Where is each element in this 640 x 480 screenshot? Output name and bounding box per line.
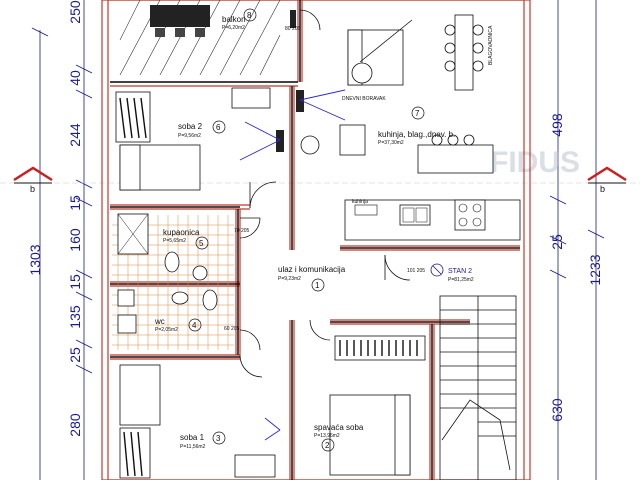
wardrobe-soba-2 (115, 91, 151, 143)
section-mark-left: b (30, 184, 35, 194)
left-dimension-value: 160 (67, 228, 83, 252)
desk-soba-2 (231, 87, 271, 109)
svg-text:P=37,30m2: P=37,30m2 (378, 140, 404, 146)
door-label-2: 70 205 (234, 228, 250, 234)
washing-machine (117, 314, 137, 334)
left-dimension-value: 15 (67, 195, 83, 211)
room-soba-1: soba 1 P=11,56m2 3 (180, 431, 226, 450)
left-dimension-value: 15 (67, 274, 83, 290)
svg-text:kuhinja, blag.,dnev. b.: kuhinja, blag.,dnev. b. (378, 130, 455, 139)
dining-chairs (444, 24, 484, 72)
balcony-hatch (119, 0, 281, 76)
section-line (0, 166, 640, 184)
svg-text:6: 6 (216, 123, 221, 132)
apartment-label: STAN 2 P=81,25m2 (430, 263, 474, 283)
living-room-label: DNEVNI BORAVAK (342, 96, 386, 102)
toilet-1 (164, 251, 180, 273)
balcony-chairs (155, 28, 205, 37)
svg-text:P=9,23m2: P=9,23m2 (278, 276, 301, 282)
balcony-table (150, 5, 210, 27)
room-spavaca-soba: spavaća soba P=13,96m2 2 (314, 423, 364, 452)
kitchen-island (417, 144, 494, 174)
left-dimension-value: 244 (67, 123, 83, 147)
left-dimension-values: 250 40 244 15 160 15 135 25 280 (67, 0, 83, 437)
svg-text:4: 4 (192, 321, 197, 330)
door-label-4: 101 205 (407, 268, 425, 274)
svg-text:P=5,65m2: P=5,65m2 (163, 238, 186, 244)
staircase (439, 295, 517, 480)
armchair (339, 124, 366, 156)
dining-table (454, 14, 474, 91)
door-swings (239, 9, 411, 378)
lamp (351, 62, 373, 84)
svg-text:P=81,25m2: P=81,25m2 (448, 277, 474, 283)
svg-text:soba 2: soba 2 (178, 122, 203, 131)
room-balkon: balkon P=6,20m2 8 (222, 11, 252, 31)
svg-text:STAN 2: STAN 2 (448, 268, 472, 275)
watermark-text: FIDUS (490, 146, 580, 179)
room-soba-2: soba 2 P=9,56m2 6 (178, 120, 226, 139)
kitchen-label: kuhinja (352, 199, 368, 205)
svg-text:2: 2 (325, 441, 330, 450)
section-mark-right: b (600, 184, 605, 194)
svg-text:P=13,96m2: P=13,96m2 (314, 433, 340, 439)
toilet-2 (202, 289, 218, 311)
svg-text:3: 3 (216, 434, 221, 443)
right-dimension-total: 1233 (587, 254, 603, 285)
walls (101, 0, 531, 480)
left-dimension-total: 1303 (27, 244, 43, 275)
svg-text:wc: wc (154, 317, 165, 326)
door-label-3: 60 205 (224, 326, 240, 332)
svg-text:8: 8 (247, 11, 252, 20)
washbasin-1 (117, 289, 135, 307)
svg-text:spavaća soba: spavaća soba (314, 423, 364, 432)
room-ulaz: ulaz i komunikacija P=9,23m2 1 (278, 265, 346, 292)
bar-stools (431, 134, 475, 146)
svg-text:P=9,56m2: P=9,56m2 (178, 133, 201, 139)
room-kuhinja-blag-dnev: kuhinja, blag.,dnev. b. P=37,30m2 7 (378, 106, 455, 146)
svg-text:P=6,20m2: P=6,20m2 (222, 25, 245, 31)
coffee-table (300, 135, 320, 155)
left-dimension-value: 40 (67, 70, 83, 86)
svg-text:5: 5 (199, 239, 204, 248)
desk-soba-1 (234, 454, 276, 478)
right-dimension-chain (549, 0, 605, 480)
bidet (192, 265, 208, 281)
room-number-8-circle (243, 8, 257, 22)
left-dimension-value: 25 (67, 347, 83, 363)
svg-text:P=11,56m2: P=11,56m2 (180, 444, 206, 450)
washbasin-2 (171, 291, 189, 305)
bed-soba-1 (119, 364, 161, 426)
left-dimension-value: 250 (67, 0, 83, 24)
svg-text:P=2,05m2: P=2,05m2 (155, 327, 178, 333)
svg-text:7: 7 (415, 109, 420, 118)
dining-room-label: BLAGOVAONICA (488, 25, 494, 65)
tv-unit (296, 90, 304, 112)
door-label-1: 80 205 (285, 26, 301, 32)
svg-text:ulaz i komunikacija: ulaz i komunikacija (278, 265, 346, 274)
cooktop (454, 199, 486, 231)
room-kupaonica: kupaonica P=5,65m2 5 (163, 228, 209, 250)
right-dimension-bottom: 630 (549, 398, 565, 422)
svg-text:soba 1: soba 1 (180, 433, 205, 442)
partition-walls (110, 0, 520, 480)
left-dimension-value: 280 (67, 413, 83, 437)
right-dimension-top: 498 (549, 113, 565, 137)
svg-text:kupaonica: kupaonica (163, 228, 200, 237)
svg-text:balkon: balkon (222, 15, 246, 24)
room-wc: wc P=2,05m2 4 (154, 317, 202, 333)
wardrobe-spavaca (334, 335, 426, 361)
left-dimension-chain (31, 0, 93, 480)
svg-text:1: 1 (315, 281, 320, 290)
left-dimension-value: 135 (67, 305, 83, 329)
right-dimension-middle: 25 (549, 234, 565, 250)
